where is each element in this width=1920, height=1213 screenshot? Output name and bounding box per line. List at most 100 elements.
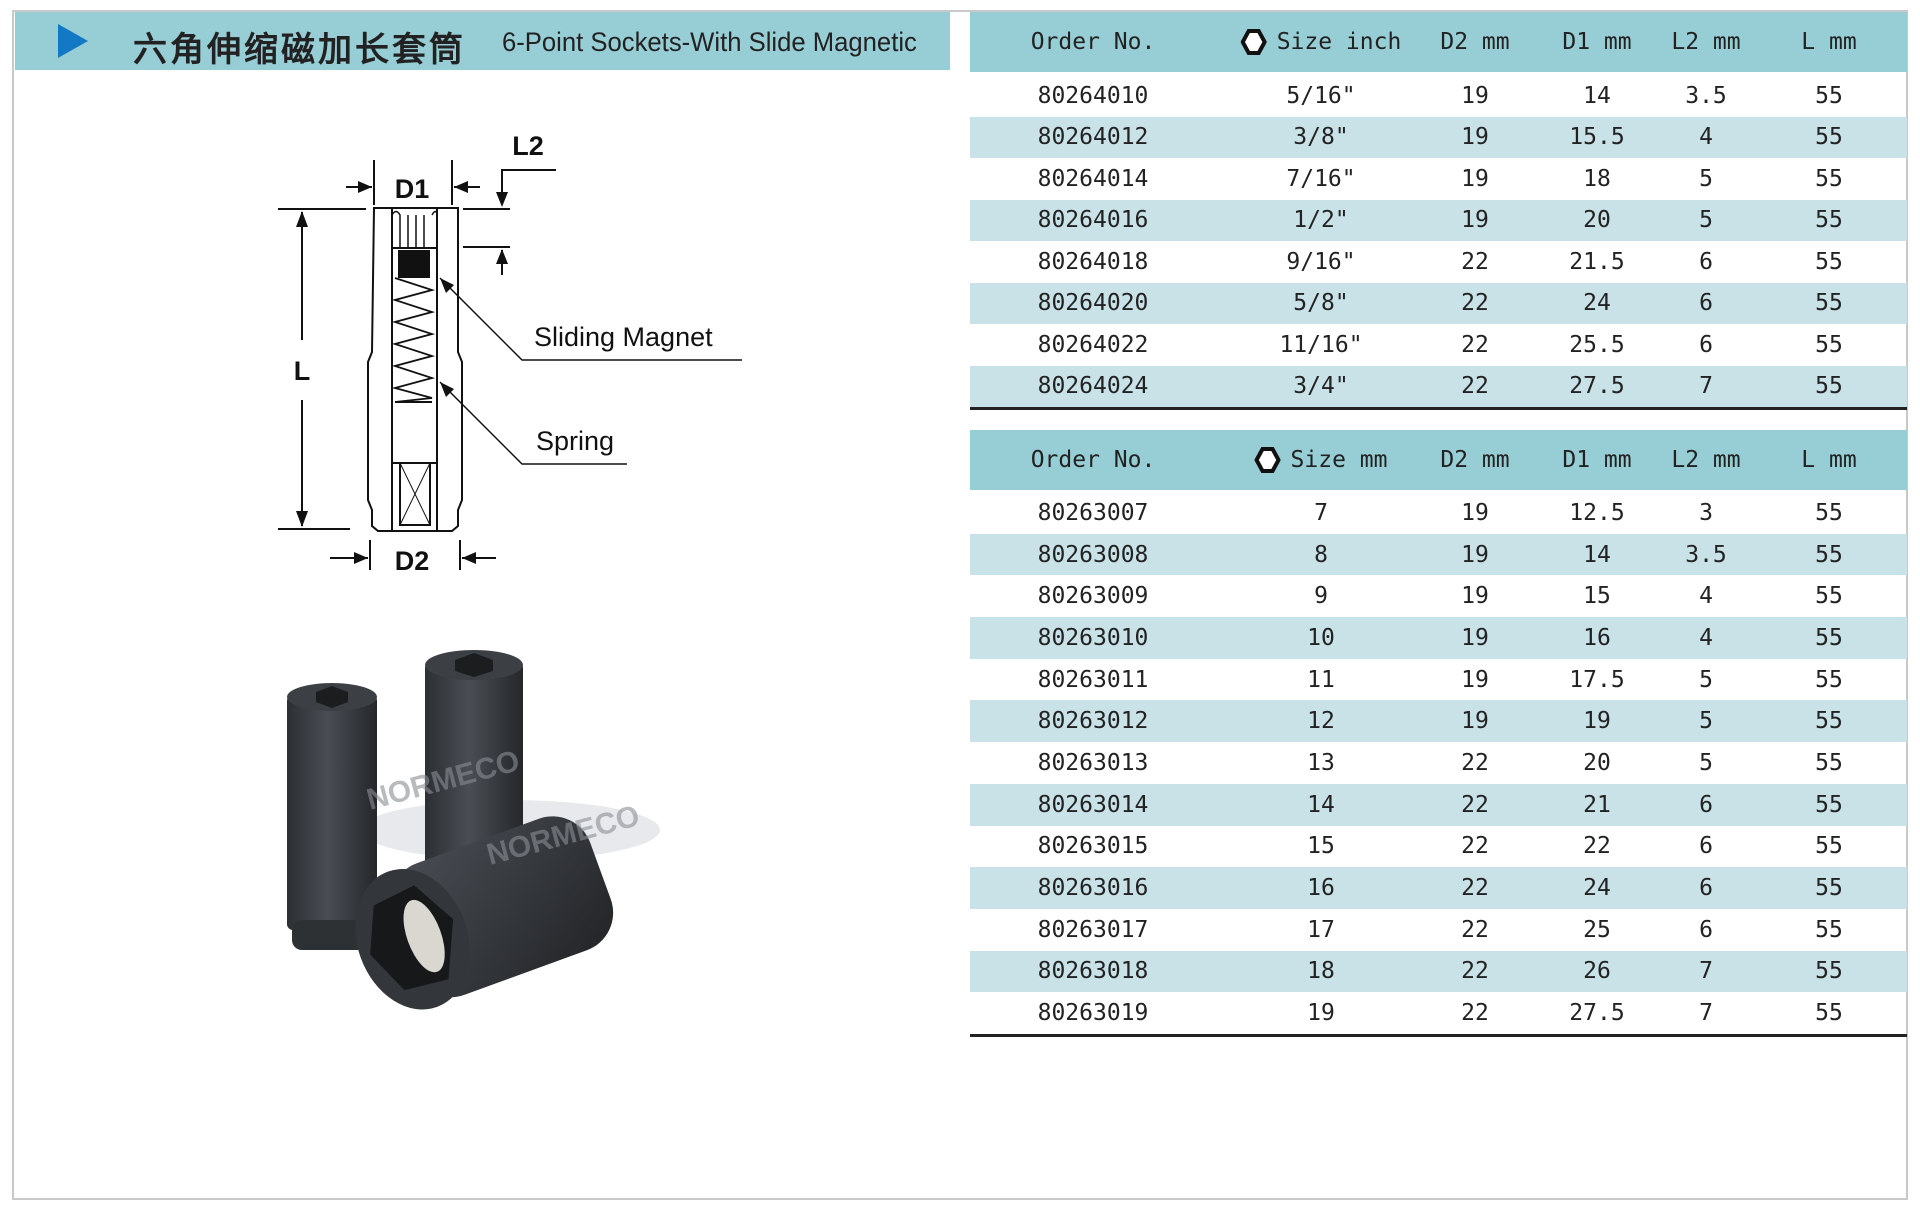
cell-d1: 24	[1583, 875, 1611, 902]
title-english: 6-Point Sockets-With Slide Magnetic	[502, 27, 917, 57]
cell-d2: 22	[1461, 958, 1489, 985]
cell-l: 55	[1815, 749, 1843, 776]
cell-l2: 6	[1699, 290, 1713, 317]
cell-l2: 6	[1699, 248, 1713, 275]
cell-l: 55	[1815, 290, 1843, 317]
sliding-magnet-label: Sliding Magnet	[534, 322, 713, 352]
header-size: Size inch	[1240, 12, 1401, 72]
cell-d2: 22	[1461, 833, 1489, 860]
l-label: L	[294, 356, 311, 386]
cell-l: 55	[1815, 331, 1843, 358]
cell-l: 55	[1815, 958, 1843, 985]
cell-l: 55	[1815, 583, 1843, 610]
cell-d1: 16	[1583, 624, 1611, 651]
cell-d1: 25.5	[1569, 331, 1625, 358]
header-d1: D1 mm	[1562, 430, 1631, 490]
cell-l2: 3	[1699, 499, 1713, 526]
cell-l2: 4	[1699, 583, 1713, 610]
cell-size: 11	[1307, 666, 1335, 693]
cell-d1: 14	[1583, 82, 1611, 109]
header-order-no: Order No.	[1031, 430, 1156, 490]
header-label: L mm	[1801, 447, 1857, 473]
cell-d1: 27.5	[1569, 373, 1625, 400]
cell-d2: 19	[1461, 207, 1489, 234]
cell-order-no: 80263014	[1037, 791, 1149, 818]
cell-order-no: 80264024	[1037, 373, 1149, 400]
cell-order-no: 80264020	[1037, 290, 1149, 317]
d2-label: D2	[395, 546, 430, 576]
cell-l2: 6	[1699, 833, 1713, 860]
cell-size: 5/16"	[1286, 82, 1356, 109]
cell-l2: 6	[1699, 875, 1713, 902]
cell-l2: 3.5	[1685, 82, 1727, 109]
cell-l: 55	[1815, 541, 1843, 568]
cell-d1: 26	[1583, 958, 1611, 985]
cell-d2: 22	[1461, 1000, 1489, 1027]
cell-d2: 22	[1461, 248, 1489, 275]
cell-d1: 18	[1583, 165, 1611, 192]
cell-d1: 19	[1583, 708, 1611, 735]
cell-order-no: 80263017	[1037, 916, 1149, 943]
cell-size: 9	[1314, 583, 1328, 610]
header-l: L mm	[1801, 430, 1856, 490]
cell-order-no: 80264018	[1037, 248, 1149, 275]
cell-size: 13	[1307, 749, 1335, 776]
header-d1: D1 mm	[1562, 12, 1631, 72]
cell-l2: 6	[1699, 331, 1713, 358]
spring-label: Spring	[536, 426, 614, 456]
cell-d1: 15	[1583, 583, 1611, 610]
header-l: L mm	[1801, 12, 1856, 72]
cell-order-no: 80264010	[1037, 82, 1149, 109]
hexagon-icon	[1254, 447, 1281, 473]
cell-l: 55	[1815, 165, 1843, 192]
cell-order-no: 80263008	[1037, 541, 1149, 568]
cell-d1: 20	[1583, 207, 1611, 234]
cell-l: 55	[1815, 499, 1843, 526]
product-photo: NORMECO NORMECO	[287, 650, 660, 1010]
cell-d1: 25	[1583, 916, 1611, 943]
d1-label: D1	[395, 174, 430, 204]
cell-l2: 5	[1699, 666, 1713, 693]
cell-d1: 21.5	[1569, 248, 1625, 275]
cell-d1: 24	[1583, 290, 1611, 317]
cell-d1: 20	[1583, 749, 1611, 776]
cell-l2: 5	[1699, 165, 1713, 192]
cell-l2: 6	[1699, 916, 1713, 943]
cell-order-no: 80263018	[1037, 958, 1149, 985]
cell-d2: 19	[1461, 708, 1489, 735]
cell-size: 12	[1307, 708, 1335, 735]
cell-order-no: 80263012	[1037, 708, 1149, 735]
header-label: L mm	[1801, 29, 1857, 55]
cell-size: 14	[1307, 791, 1335, 818]
cell-size: 8	[1314, 541, 1328, 568]
cell-size: 17	[1307, 916, 1335, 943]
cell-size: 16	[1307, 875, 1335, 902]
cell-d1: 15.5	[1569, 124, 1625, 151]
cell-l2: 5	[1699, 708, 1713, 735]
cell-d2: 19	[1461, 124, 1489, 151]
cell-l2: 7	[1699, 1000, 1713, 1027]
cell-d2: 22	[1461, 791, 1489, 818]
cell-order-no: 80263007	[1037, 499, 1149, 526]
cell-l: 55	[1815, 624, 1843, 651]
cell-d2: 19	[1461, 499, 1489, 526]
cell-l: 55	[1815, 916, 1843, 943]
cell-size: 7/16"	[1286, 165, 1356, 192]
cell-d2: 22	[1461, 875, 1489, 902]
header-order-no: Order No.	[1031, 12, 1156, 72]
cell-d1: 17.5	[1569, 666, 1625, 693]
header-label: Order No.	[1030, 29, 1156, 55]
